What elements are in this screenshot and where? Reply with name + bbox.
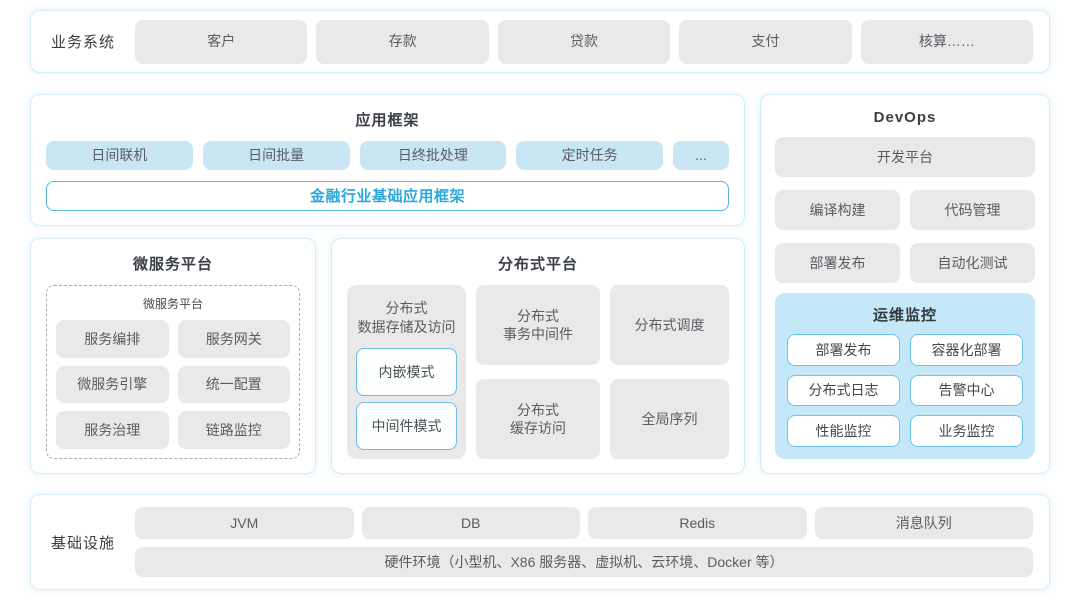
- infrastructure-content: JVM DB Redis 消息队列 硬件环境（小型机、X86 服务器、虚拟机、云…: [135, 507, 1033, 577]
- dist-item-transaction-middleware: 分布式 事务中间件: [476, 285, 600, 365]
- ops-item-performance-monitor: 性能监控: [787, 415, 900, 447]
- hardware-environment-box: 硬件环境（小型机、X86 服务器、虚拟机、云环境、Docker 等）: [135, 547, 1033, 577]
- ms-item-orchestration: 服务编排: [56, 320, 169, 358]
- dist-item-cache-access: 分布式 缓存访问: [476, 379, 600, 459]
- microservice-inner-box: 微服务平台 服务编排 服务网关 微服务引擎 统一配置 服务治理 链路监控: [46, 285, 300, 459]
- devops-item-build: 编译构建: [775, 190, 900, 230]
- ops-item-alert-center: 告警中心: [910, 374, 1023, 407]
- infra-item-jvm: JVM: [135, 507, 354, 540]
- app-item-scheduled-task: 定时任务: [516, 141, 663, 170]
- ms-item-gateway: 服务网关: [177, 320, 290, 358]
- ops-item-deploy-release: 部署发布: [787, 334, 900, 366]
- distributed-panel: 分布式平台 分布式 数据存储及访问 内嵌模式 中间件模式 分布式 事务中间件 分…: [331, 238, 745, 474]
- app-framework-items-row: 日间联机 日间批量 日终批处理 定时任务 ...: [46, 141, 729, 170]
- ops-item-container-deploy: 容器化部署: [910, 334, 1023, 366]
- devops-item-auto-test: 自动化测试: [910, 243, 1035, 283]
- business-layer-band: 业务系统 客户 存款 贷款 支付 核算……: [30, 10, 1050, 73]
- app-item-daytime-online: 日间联机: [46, 141, 193, 170]
- infra-item-mq: 消息队列: [814, 507, 1033, 540]
- business-item-accounting: 核算……: [860, 19, 1034, 64]
- app-framework-title: 应用框架: [355, 112, 420, 129]
- distributed-grid: 分布式 数据存储及访问 内嵌模式 中间件模式 分布式 事务中间件 分布式 缓存访…: [347, 285, 729, 459]
- devops-title: DevOps: [873, 109, 937, 126]
- app-item-eod-batch: 日终批处理: [359, 141, 507, 170]
- app-item-more: ...: [673, 141, 729, 170]
- middle-left-column: 应用框架 日间联机 日间批量 日终批处理 定时任务 ... 金融行业基础应用框架…: [30, 94, 745, 474]
- app-framework-panel: 应用框架 日间联机 日间批量 日终批处理 定时任务 ... 金融行业基础应用框架: [30, 94, 745, 226]
- devops-dev-platform: 开发平台: [775, 137, 1035, 177]
- devops-item-code-mgmt: 代码管理: [910, 190, 1035, 230]
- distributed-col-3: 分布式调度 全局序列: [609, 285, 729, 459]
- ops-monitoring-title: 运维监控: [872, 307, 937, 324]
- devops-panel: DevOps 开发平台 编译构建 代码管理 部署发布 自动化测试 运维监控 部署…: [760, 94, 1050, 474]
- ops-item-business-monitor: 业务监控: [910, 415, 1023, 447]
- business-item-loan: 贷款: [497, 19, 671, 64]
- platforms-row: 微服务平台 微服务平台 服务编排 服务网关 微服务引擎 统一配置 服务治理 链路…: [30, 238, 745, 474]
- storage-mode-middleware: 中间件模式: [356, 402, 458, 450]
- infrastructure-band: 基础设施 JVM DB Redis 消息队列 硬件环境（小型机、X86 服务器、…: [30, 494, 1050, 590]
- hardware-row: 硬件环境（小型机、X86 服务器、虚拟机、云环境、Docker 等）: [135, 547, 1033, 577]
- ms-item-engine: 微服务引擎: [56, 365, 169, 404]
- infra-item-db: DB: [361, 507, 580, 540]
- ms-item-config: 统一配置: [177, 365, 290, 404]
- microservice-panel: 微服务平台 微服务平台 服务编排 服务网关 微服务引擎 统一配置 服务治理 链路…: [30, 238, 316, 474]
- microservice-inner-title: 微服务平台: [142, 297, 203, 311]
- ms-item-tracing: 链路监控: [177, 411, 290, 449]
- devops-grid: 编译构建 代码管理 部署发布 自动化测试: [775, 190, 1035, 283]
- base-framework-box: 金融行业基础应用框架: [46, 180, 729, 211]
- middle-section: 应用框架 日间联机 日间批量 日终批处理 定时任务 ... 金融行业基础应用框架…: [30, 94, 1050, 474]
- business-item-customer: 客户: [135, 19, 308, 64]
- business-layer-label: 业务系统: [50, 34, 115, 51]
- business-items-row: 客户 存款 贷款 支付 核算……: [135, 19, 1034, 64]
- distributed-storage-title: 分布式 数据存储及访问: [357, 299, 456, 335]
- dist-item-global-sequence: 全局序列: [609, 379, 729, 459]
- infrastructure-items-row: JVM DB Redis 消息队列: [135, 507, 1033, 540]
- distributed-col-2: 分布式 事务中间件 分布式 缓存访问: [476, 285, 600, 459]
- storage-mode-embedded: 内嵌模式: [356, 348, 458, 396]
- devops-item-deploy: 部署发布: [775, 243, 900, 283]
- dist-item-scheduling: 分布式调度: [609, 285, 729, 365]
- ops-monitoring-box: 运维监控 部署发布 容器化部署 分布式日志 告警中心 性能监控 业务监控: [775, 293, 1035, 459]
- app-item-daytime-batch: 日间批量: [202, 141, 350, 170]
- infra-item-redis: Redis: [588, 507, 807, 540]
- business-item-deposit: 存款: [316, 19, 489, 64]
- distributed-title: 分布式平台: [497, 256, 578, 273]
- ops-monitoring-grid: 部署发布 容器化部署 分布式日志 告警中心 性能监控 业务监控: [787, 334, 1023, 447]
- microservice-grid: 服务编排 服务网关 微服务引擎 统一配置 服务治理 链路监控: [56, 320, 290, 449]
- distributed-storage-box: 分布式 数据存储及访问 内嵌模式 中间件模式: [347, 285, 467, 459]
- ms-item-governance: 服务治理: [56, 411, 169, 449]
- microservice-title: 微服务平台: [132, 256, 213, 273]
- infrastructure-label: 基础设施: [50, 534, 115, 552]
- ops-item-distributed-log: 分布式日志: [787, 374, 900, 407]
- business-item-payment: 支付: [679, 19, 852, 64]
